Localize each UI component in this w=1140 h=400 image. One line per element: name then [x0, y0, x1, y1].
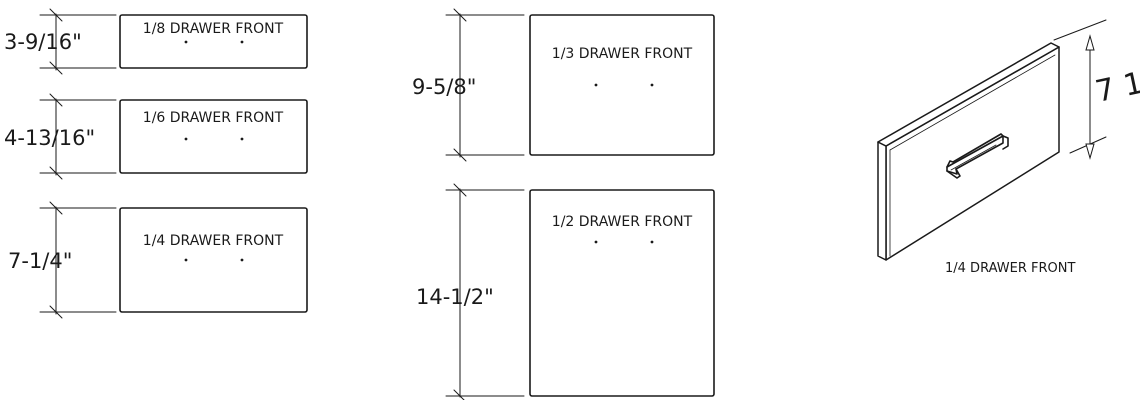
panel-1-2-label: 1/2 DRAWER FRONT	[552, 214, 693, 230]
drawer-handle-icon	[946, 133, 1009, 179]
panel-1-4-drawer-front: 1/4 DRAWER FRONT	[119, 207, 308, 313]
dimension-line-1-2	[445, 183, 525, 400]
dimension-1-4: 7-1/4"	[8, 249, 72, 273]
panel-1-8-drawer-front: 1/8 DRAWER FRONT	[119, 14, 308, 69]
dimension-1-3: 9-5/8"	[412, 75, 476, 99]
dimension-1-2: 14-1/2"	[416, 285, 494, 309]
isometric-dimension: 7 1/4'	[1092, 58, 1140, 110]
isometric-drawer-front	[877, 42, 1060, 261]
panel-1-3-drawer-front: 1/3 DRAWER FRONT	[529, 14, 715, 156]
dimension-line-1-8	[39, 8, 117, 75]
dimension-line-1-4	[39, 201, 117, 319]
panel-1-6-drawer-front: 1/6 DRAWER FRONT	[119, 99, 308, 174]
isometric-dimension-line	[1053, 19, 1107, 160]
panel-1-2-drawer-front: 1/2 DRAWER FRONT	[529, 189, 715, 397]
panel-1-6-label: 1/6 DRAWER FRONT	[143, 110, 284, 126]
dimension-1-8: 3-9/16"	[4, 30, 82, 54]
panel-1-3-label: 1/3 DRAWER FRONT	[552, 46, 693, 62]
dimension-1-6: 4-13/16"	[4, 126, 95, 150]
panel-1-8-label: 1/8 DRAWER FRONT	[143, 21, 284, 37]
panel-1-4-label: 1/4 DRAWER FRONT	[143, 233, 284, 249]
dimension-line-1-3	[445, 8, 525, 162]
dimension-line-1-6	[39, 93, 117, 180]
isometric-caption: 1/4 DRAWER FRONT	[945, 261, 1075, 276]
